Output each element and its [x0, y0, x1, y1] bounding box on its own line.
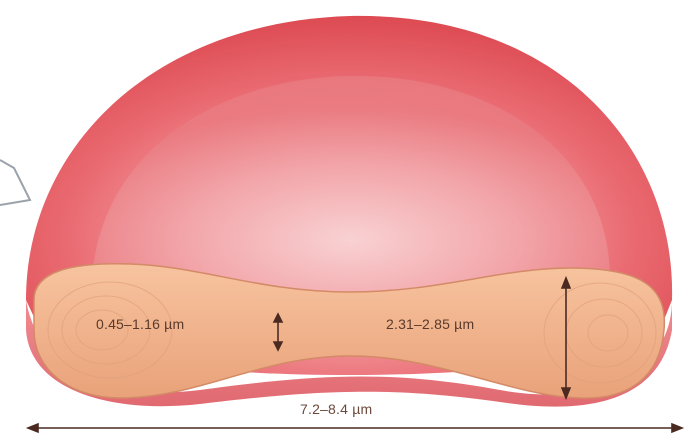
triangle-marker-icon	[0, 160, 30, 205]
thin-center-thickness-label: 0.45–1.16 µm	[96, 316, 184, 332]
diameter-arrow	[28, 424, 682, 432]
rim-thickness-label: 2.31–2.85 µm	[386, 316, 474, 332]
diameter-label: 7.2–8.4 µm	[300, 401, 372, 417]
